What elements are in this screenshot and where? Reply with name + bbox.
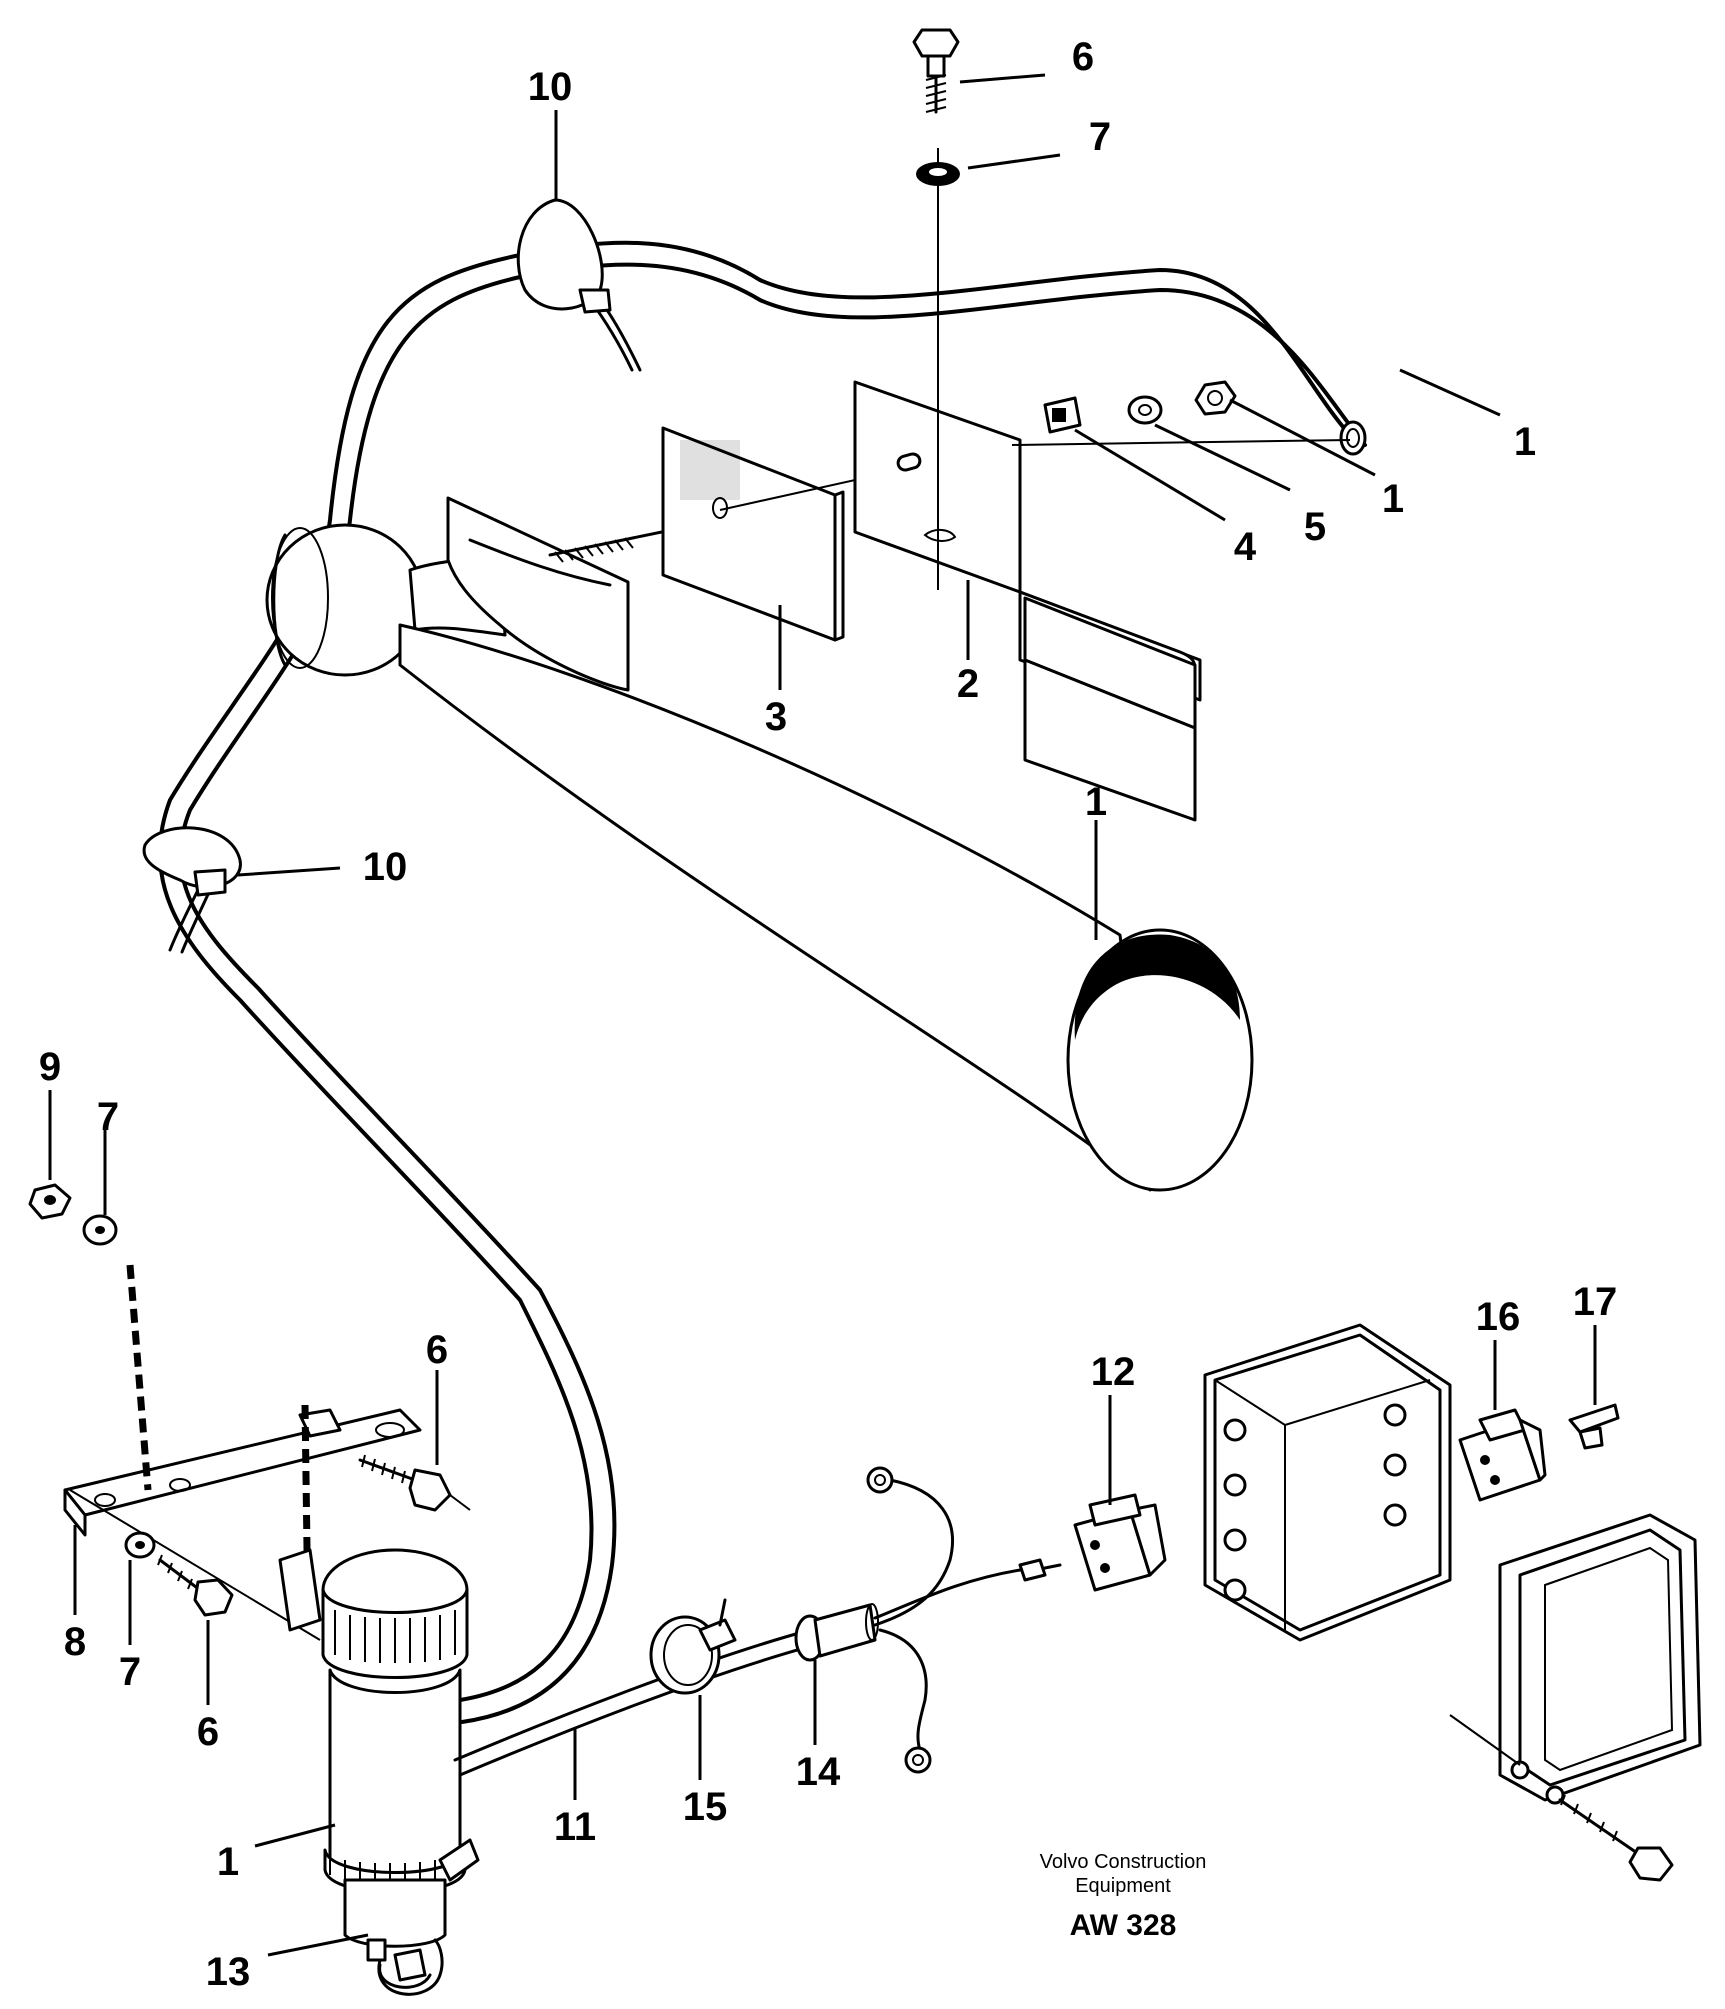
maker-line-1: Volvo Construction bbox=[1040, 1851, 1207, 1873]
callout-7-lower: 7 bbox=[119, 1650, 141, 1694]
horn-bracket bbox=[853, 148, 1351, 822]
callout-2: 2 bbox=[957, 662, 979, 706]
junction-box-lid bbox=[1449, 1513, 1702, 1882]
callout-14: 14 bbox=[796, 1750, 841, 1794]
terminal-pin bbox=[1568, 1403, 1620, 1450]
callout-3: 3 bbox=[765, 695, 787, 739]
callout-6-strap: 6 bbox=[426, 1328, 448, 1372]
callout-6-top: 6 bbox=[1072, 35, 1094, 79]
callout-8: 8 bbox=[64, 1620, 86, 1664]
relay bbox=[1458, 1408, 1547, 1502]
callout-12: 12 bbox=[1091, 1350, 1136, 1394]
callout-1-nut: 1 bbox=[1382, 477, 1404, 521]
callout-6-lower: 6 bbox=[197, 1710, 219, 1754]
callout-4: 4 bbox=[1234, 525, 1257, 569]
drawing-footer: Volvo Construction Equipment AW 328 bbox=[1040, 1851, 1207, 1942]
callout-11: 11 bbox=[554, 1805, 596, 1849]
grommet bbox=[794, 1603, 879, 1662]
hose-clamp bbox=[649, 1598, 737, 1695]
callout-1-tube-end: 1 bbox=[1514, 420, 1536, 464]
callout-7-top: 7 bbox=[1089, 115, 1111, 159]
wiring-harness bbox=[453, 1466, 1062, 1777]
callout-13: 13 bbox=[206, 1950, 251, 1994]
hex-bolt-top bbox=[912, 28, 960, 114]
callout-16: 16 bbox=[1476, 1295, 1521, 1339]
top-fasteners bbox=[912, 28, 1237, 434]
drawing-code: AW 328 bbox=[1070, 1909, 1177, 1942]
maker-line-2: Equipment bbox=[1075, 1875, 1171, 1897]
leader-lines bbox=[48, 73, 1597, 1957]
callout-17: 17 bbox=[1573, 1280, 1618, 1324]
callout-10-upper: 10 bbox=[528, 65, 573, 109]
cable-tie-lower bbox=[142, 826, 242, 954]
horn-mount-flange bbox=[446, 496, 722, 692]
cable-tie-upper bbox=[516, 198, 642, 372]
lower-fasteners bbox=[28, 1183, 471, 1617]
callout-15: 15 bbox=[683, 1785, 728, 1829]
connector-housing bbox=[1073, 1493, 1167, 1592]
solenoid-valve bbox=[278, 1548, 480, 1996]
junction-box bbox=[1203, 1323, 1452, 1642]
callout-9: 9 bbox=[39, 1045, 61, 1089]
callout-1-horn: 1 bbox=[1085, 780, 1107, 824]
callout-1-valve: 1 bbox=[217, 1840, 239, 1884]
callout-7-left: 7 bbox=[97, 1095, 119, 1139]
callout-10-lower: 10 bbox=[363, 845, 408, 889]
callout-5: 5 bbox=[1304, 505, 1326, 549]
gasket-plate bbox=[661, 426, 901, 642]
callout-labels: 6 7 10 1 1 5 4 2 3 1 10 9 7 6 8 7 6 1 13… bbox=[39, 35, 1617, 1994]
